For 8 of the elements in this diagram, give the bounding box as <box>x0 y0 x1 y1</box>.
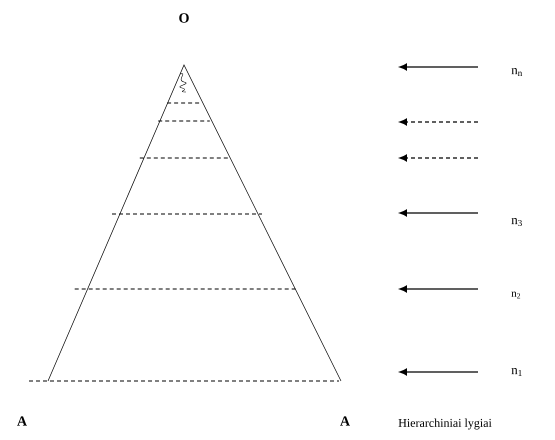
corner-label: A <box>340 416 350 426</box>
axis-caption: Hierarchiniai lygiai <box>398 418 492 430</box>
level-label: n$_{n}$ <box>512 68 522 76</box>
apex-label: O <box>179 13 189 23</box>
corner-label: A <box>17 416 27 426</box>
level-label: n$_{1}$ <box>512 368 522 376</box>
level-label: n$_{2}$ <box>511 292 520 298</box>
level-label: n$_{3}$ <box>512 218 522 226</box>
